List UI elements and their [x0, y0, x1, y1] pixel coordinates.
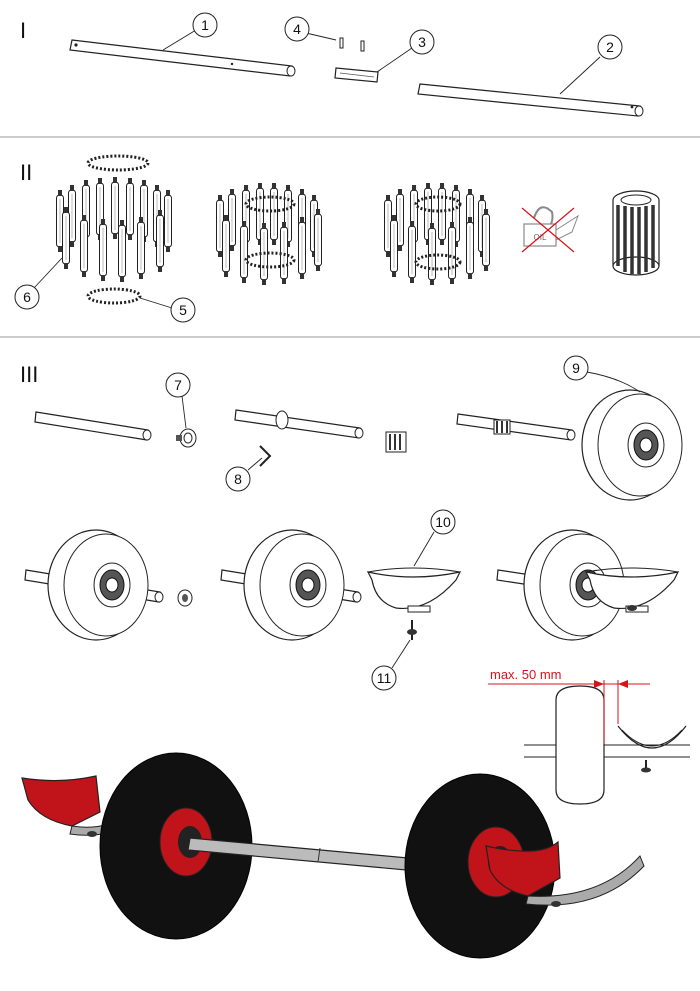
section-numeral-II: II: [20, 160, 32, 185]
saddle-part-10: [367, 567, 461, 613]
final-assembly: [21, 752, 645, 959]
axle-step-1: [34, 411, 197, 448]
assembled-bearing: [612, 190, 660, 276]
callout-7: 7: [165, 372, 191, 429]
wheel-part-9: [581, 389, 683, 501]
bearing-preview: [385, 431, 407, 453]
callout-4: 4: [284, 16, 337, 42]
wheel-mount-step-2: [220, 529, 362, 641]
callout-label-10: 10: [435, 514, 451, 530]
callout-2: 2: [559, 34, 623, 95]
callout-6: 6: [14, 257, 63, 310]
section-numeral-I: I: [20, 18, 26, 43]
callout-label-5: 5: [179, 302, 187, 318]
tube-part-1: [69, 39, 296, 77]
axle-step-3: [456, 413, 576, 441]
tube-part-2: [417, 83, 644, 117]
callout-5: 5: [139, 297, 196, 323]
dimension-detail: max. 50 mm: [488, 667, 690, 805]
section-numeral-III: III: [20, 362, 38, 387]
callout-1: 1: [162, 12, 218, 51]
bearing-assembly-step-2: [216, 182, 322, 286]
callout-label-2: 2: [606, 39, 614, 55]
oil-label: OIL: [534, 233, 547, 242]
axle-step-2: [234, 409, 407, 467]
bolt-part-11: [407, 620, 417, 640]
callout-label-7: 7: [174, 377, 182, 393]
callout-label-1: 1: [201, 17, 209, 33]
connector-sleeve-part-3: [334, 67, 379, 83]
callout-label-4: 4: [293, 21, 301, 37]
callout-3: 3: [376, 29, 435, 73]
callout-label-9: 9: [572, 360, 580, 376]
no-oil-icon: OIL: [521, 206, 579, 253]
callout-11: 11: [371, 639, 411, 691]
callout-9: 9: [563, 355, 641, 393]
wheel-mount-step-1: [24, 529, 193, 641]
dimension-label: max. 50 mm: [490, 667, 562, 682]
pins-part-4: [339, 37, 365, 52]
wheel-mount-step-3: [496, 529, 679, 641]
callout-10: 10: [413, 509, 456, 567]
bearing-assembly-step-3: [384, 182, 490, 286]
callout-label-3: 3: [418, 34, 426, 50]
callout-8: 8: [225, 457, 263, 492]
callout-label-8: 8: [234, 471, 242, 487]
bearing-assembly-step-1: [56, 154, 172, 305]
callout-label-6: 6: [23, 289, 31, 305]
callout-label-11: 11: [377, 670, 392, 686]
